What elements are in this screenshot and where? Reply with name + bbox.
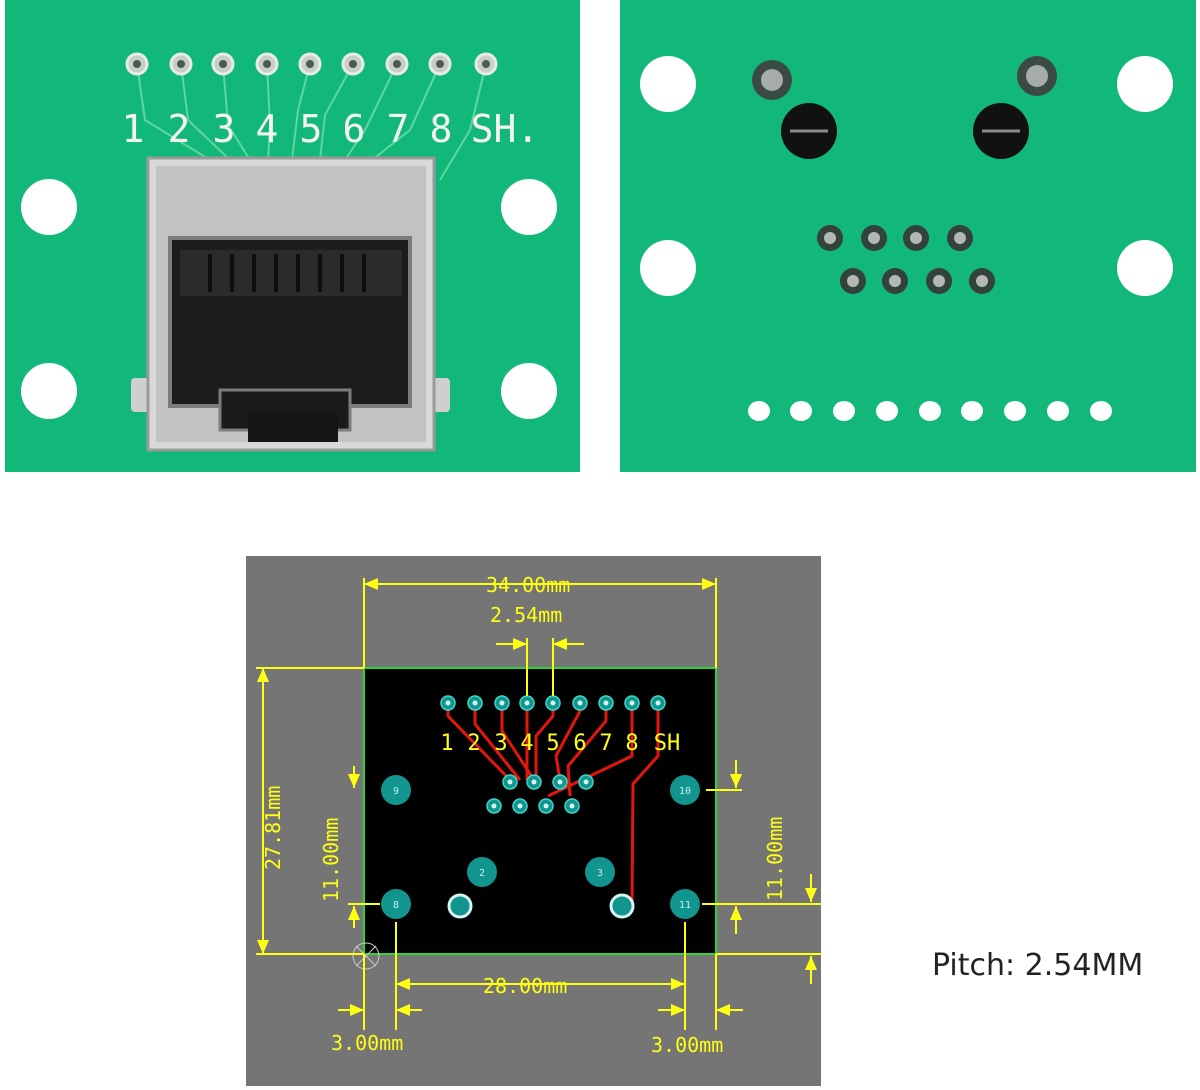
back-header-holes [748, 401, 1112, 421]
dimension-board-height: 27.81mm [261, 786, 285, 870]
drawing-jack-pads [486, 774, 594, 814]
dimension-edge-offset-right: 3.00mm [651, 1033, 723, 1057]
dimension-board-width: 34.00mm [486, 573, 570, 597]
dimension-edge-offset-left: 3.00mm [331, 1031, 403, 1055]
front-pin-label: 8 [430, 107, 453, 151]
dimension-drawing-svg: 9 10 8 11 2 3 1 2 3 4 5 6 7 8 SH [246, 556, 821, 1086]
drawing-pad-numbers: 9 10 8 11 2 3 [393, 786, 691, 911]
drawing-pin-label: 1 [440, 731, 453, 756]
drawing-pin-label: SH [654, 731, 681, 756]
jack-solder-pins [817, 225, 995, 294]
drawing-pin-labels: 1 2 3 4 5 6 7 8 SH [440, 731, 680, 756]
pad-number: 8 [393, 900, 399, 911]
dimension-mount-spacing-left: 11.00mm [319, 818, 343, 902]
dimension-mount-spacing-right: 11.00mm [763, 817, 787, 901]
drawing-mount-pads [381, 775, 700, 919]
drawing-pin-label: 6 [573, 731, 586, 756]
drawing-pin-label: 4 [520, 731, 533, 756]
front-pin-holes [125, 52, 498, 76]
front-pin-label: 3 [213, 107, 236, 151]
pad-number: 10 [679, 786, 691, 797]
front-traces [136, 63, 487, 181]
front-pin-label: 7 [387, 107, 410, 151]
rj45-jack [131, 156, 450, 452]
dimension-labels: 34.00mm 2.54mm 28.00mm 3.00mm 3.00mm 27.… [261, 573, 787, 1057]
dimension-mount-hole-spacing: 28.00mm [483, 974, 567, 998]
drawing-traces [446, 703, 660, 905]
pad-number: 2 [479, 868, 485, 879]
front-pin-label: SH. [471, 107, 540, 151]
drawing-pin-label: 2 [467, 731, 480, 756]
origin-marker-icon [352, 942, 380, 970]
pad-number: 11 [679, 900, 691, 911]
front-view-photo: 1 2 3 4 5 6 7 8 SH. [0, 0, 590, 480]
shield-solder-joints [752, 56, 1057, 100]
drawing-pin-label: 8 [625, 731, 638, 756]
drawing-pin-label: 3 [494, 731, 507, 756]
dimension-arrows [257, 578, 817, 1016]
pitch-note: Pitch: 2.54MM [932, 948, 1144, 983]
front-pin-label: 6 [343, 107, 366, 151]
front-pin-label: 5 [300, 107, 323, 151]
front-pin-label: 4 [256, 107, 279, 151]
front-mounting-holes [21, 179, 557, 419]
dimension-drawing: 9 10 8 11 2 3 1 2 3 4 5 6 7 8 SH [246, 556, 821, 1086]
pad-number: 9 [393, 786, 399, 797]
drawing-pin-pads [440, 695, 666, 711]
dimension-pin-pitch: 2.54mm [490, 603, 562, 627]
drawing-board-outline [363, 667, 717, 955]
front-pin-label: 2 [168, 107, 191, 151]
front-pin-label: 1 [122, 107, 145, 151]
front-board-illustration: 1 2 3 4 5 6 7 8 SH. [5, 0, 580, 472]
back-mounting-holes [640, 56, 1173, 296]
pad-number: 3 [597, 868, 603, 879]
front-pin-labels: 1 2 3 4 5 6 7 8 SH. [122, 107, 540, 151]
drawing-shield-pads [447, 893, 635, 919]
drawing-pin-label: 7 [599, 731, 612, 756]
drawing-pin-label: 5 [546, 731, 559, 756]
back-view-photo [614, 0, 1200, 480]
back-board-illustration [620, 0, 1196, 472]
